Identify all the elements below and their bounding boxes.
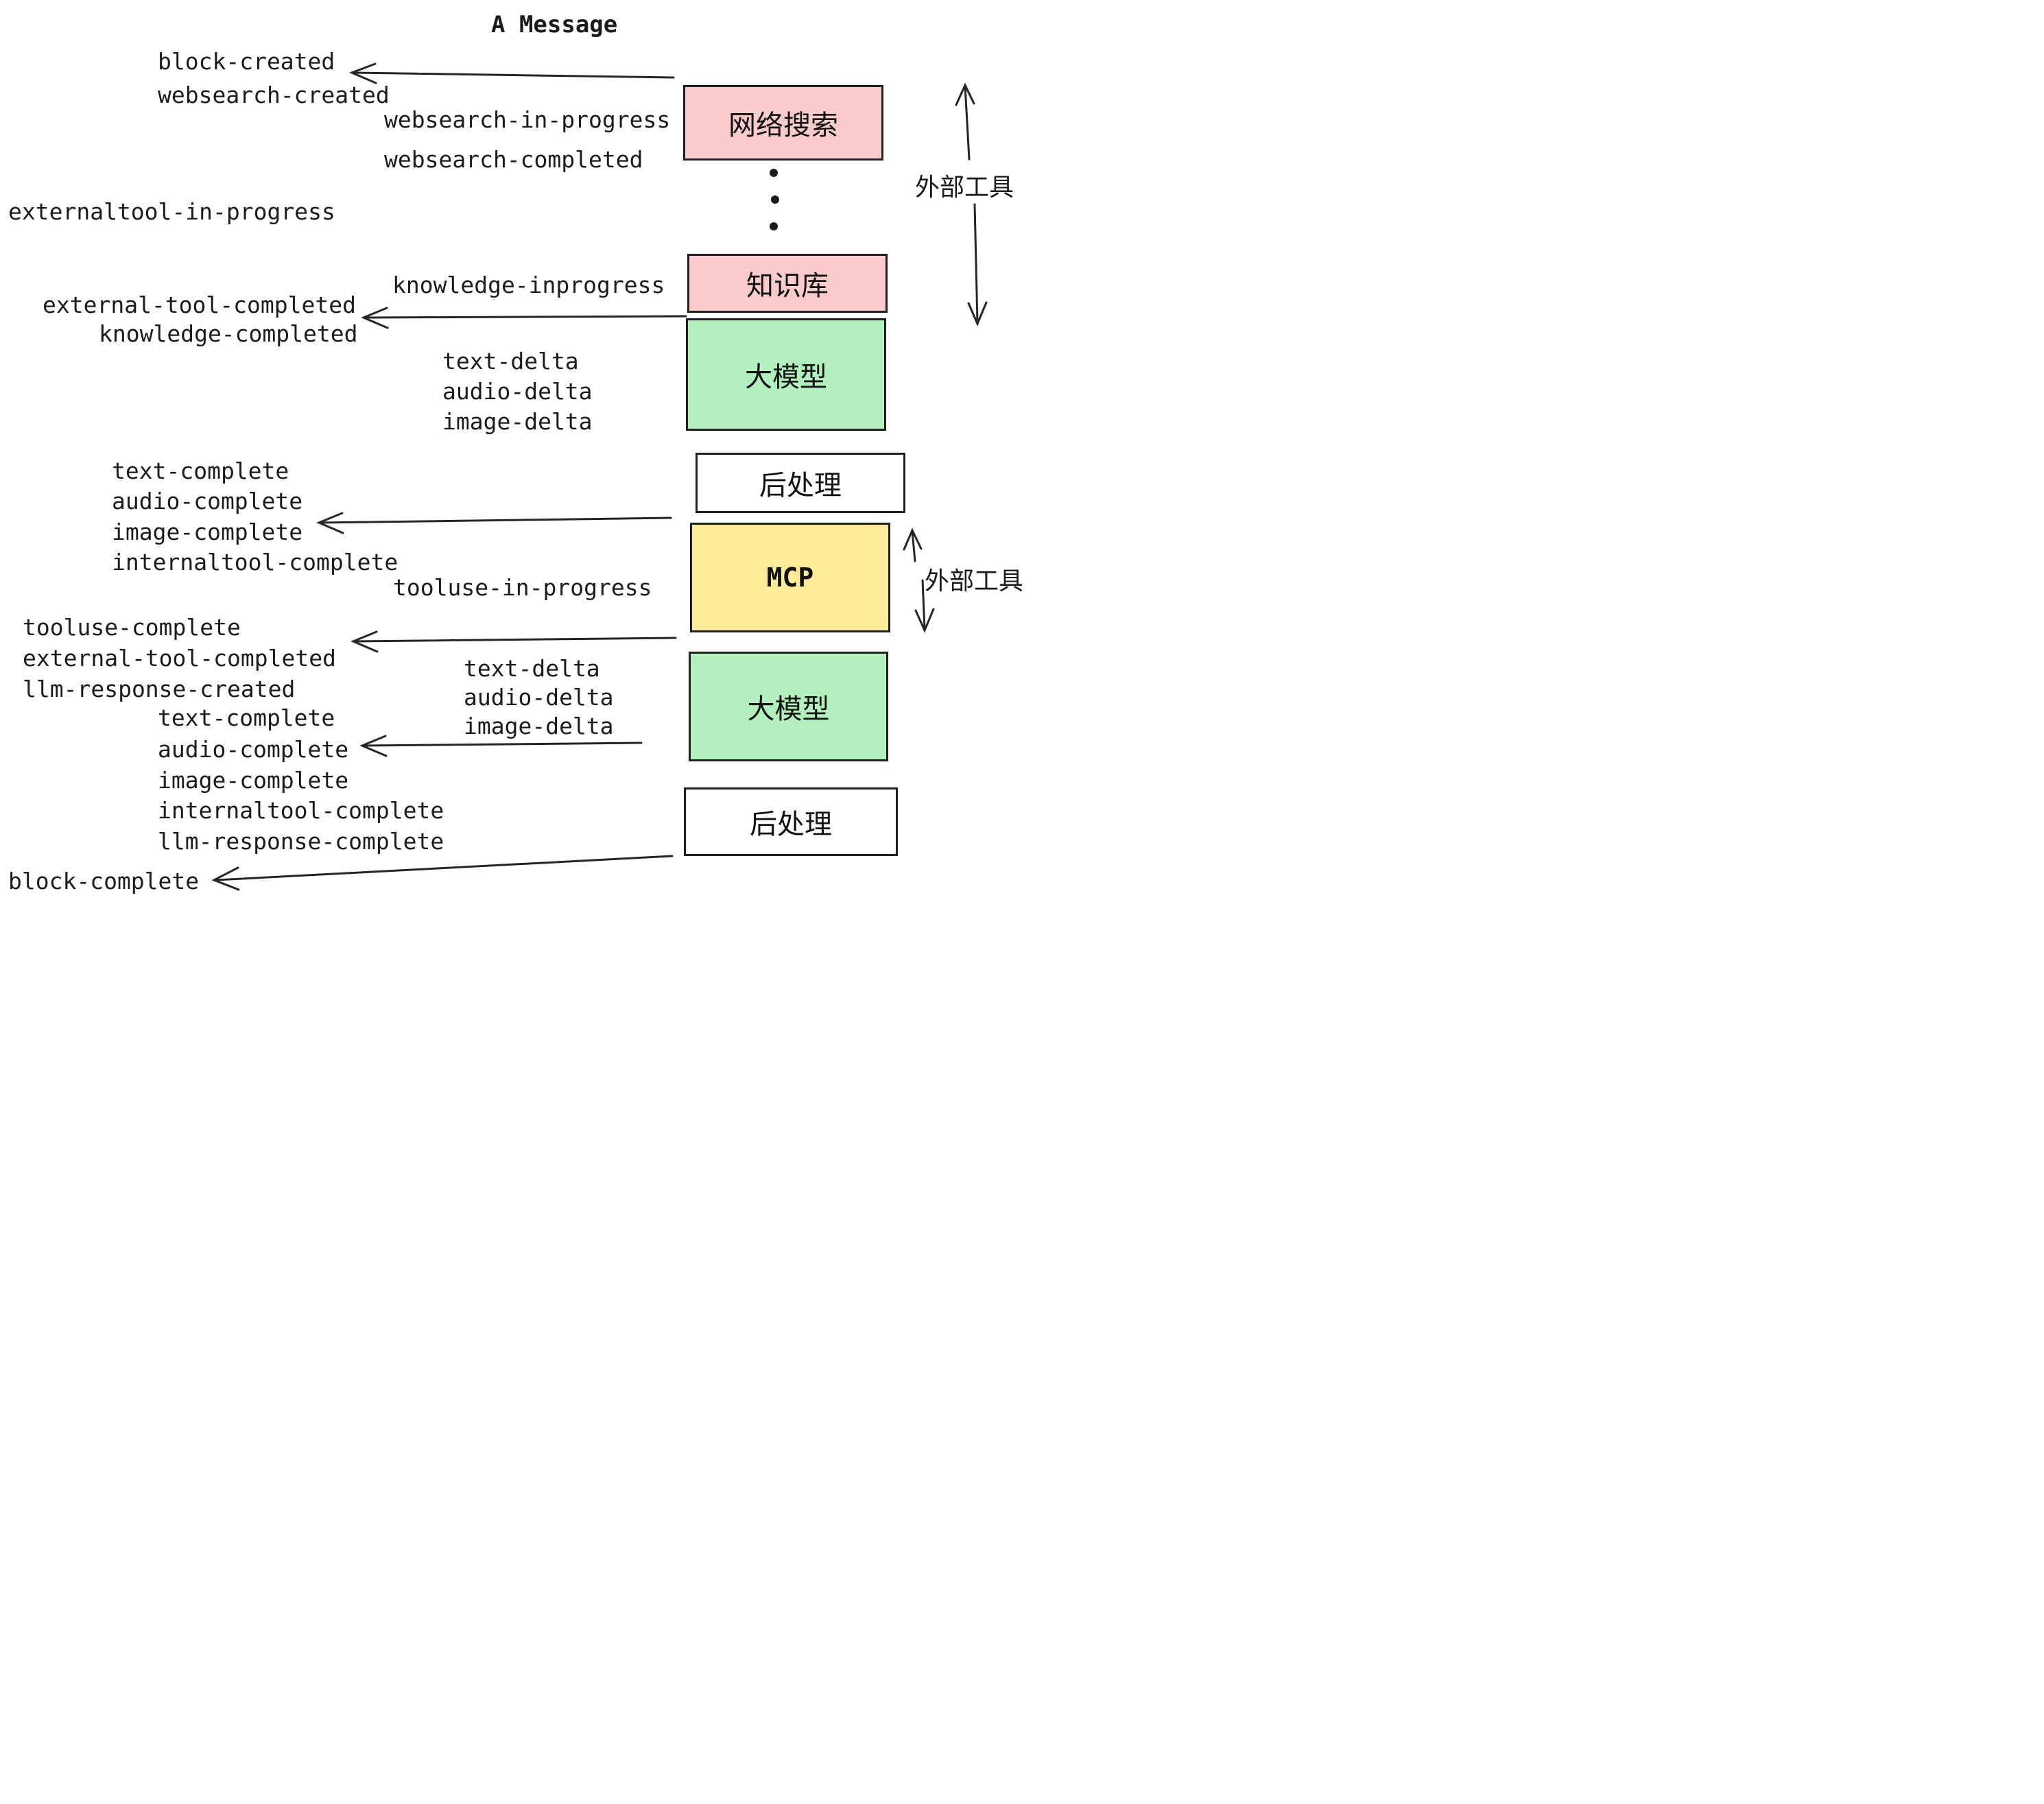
box-post-process-2: 后处理 [684, 787, 898, 856]
arrow-to-tooluse-complete [350, 630, 677, 653]
event-internaltool-complete-2: internaltool-complete [158, 797, 444, 824]
box-web-search-label: 网络搜索 [728, 110, 838, 141]
box-post-process-1-label: 后处理 [759, 471, 842, 501]
box-knowledge-base: 知识库 [687, 254, 888, 313]
external-tools-mid-label: 外部工具 [925, 567, 1022, 595]
event-text-delta-2: text-delta [464, 655, 600, 682]
event-block-created: block-created [158, 48, 335, 75]
event-block-complete: block-complete [8, 868, 200, 894]
box-post-process-2-label: 后处理 [750, 809, 832, 840]
box-llm-2: 大模型 [689, 652, 888, 761]
box-llm-2-label: 大模型 [747, 694, 830, 724]
event-llm-response-complete: llm-response-complete [158, 828, 444, 855]
external-tools-top-down-arrow [967, 203, 988, 327]
event-text-delta-1: text-delta [442, 348, 579, 375]
event-websearch-in-progress: websearch-in-progress [384, 106, 671, 133]
external-tools-mid-up-arrow [903, 527, 923, 562]
arrow-to-image-complete [316, 512, 672, 534]
event-external-tool-completed-2: external-tool-completed [23, 645, 336, 672]
external-tools-mid-down-arrow [914, 579, 935, 633]
event-audio-delta-2: audio-delta [464, 684, 614, 711]
box-post-process-1: 后处理 [696, 453, 905, 513]
arrow-to-block-created [349, 62, 675, 84]
event-knowledge-inprogress: knowledge-inprogress [392, 272, 665, 298]
event-audio-delta-1: audio-delta [442, 378, 593, 405]
ellipsis-dots [770, 169, 779, 230]
external-tools-top-label: 外部工具 [915, 173, 1014, 201]
box-llm-1: 大模型 [686, 318, 886, 431]
event-text-complete-2: text-complete [158, 704, 335, 731]
box-web-search: 网络搜索 [683, 85, 883, 161]
event-external-tool-completed-1: external-tool-completed [43, 292, 356, 318]
diagram-arrows-layer [211, 62, 988, 891]
arrow-to-block-complete [211, 855, 674, 891]
event-audio-complete-2: audio-complete [158, 736, 349, 763]
event-image-complete-2: image-complete [158, 767, 349, 794]
external-tools-top-up-arrow [955, 82, 975, 161]
box-knowledge-base-label: 知识库 [746, 271, 829, 301]
message-flow-diagram: A Message block-created websearch-create… [0, 0, 1022, 902]
event-image-delta-2: image-delta [464, 713, 614, 739]
event-tooluse-complete: tooluse-complete [23, 614, 241, 641]
event-knowledge-completed: knowledge-completed [99, 320, 358, 347]
box-llm-1-label: 大模型 [745, 362, 827, 392]
event-audio-complete-1: audio-complete [112, 488, 303, 514]
event-image-complete-1: image-complete [112, 519, 303, 545]
event-image-delta-1: image-delta [442, 408, 593, 435]
event-websearch-completed: websearch-completed [384, 146, 643, 173]
arrow-to-audio-complete [359, 735, 643, 757]
box-mcp: MCP [690, 523, 890, 632]
diagram-title: A Message [491, 11, 618, 38]
box-mcp-label: MCP [766, 562, 814, 593]
arrow-to-knowledge-completed [361, 307, 687, 329]
event-internaltool-complete-1: internaltool-complete [112, 549, 399, 575]
event-externaltool-in-progress: externaltool-in-progress [8, 198, 335, 225]
event-text-complete-1: text-complete [112, 458, 289, 484]
event-websearch-created: websearch-created [158, 82, 390, 108]
event-llm-response-created: llm-response-created [23, 676, 296, 702]
event-tooluse-in-progress: tooluse-in-progress [393, 574, 652, 601]
